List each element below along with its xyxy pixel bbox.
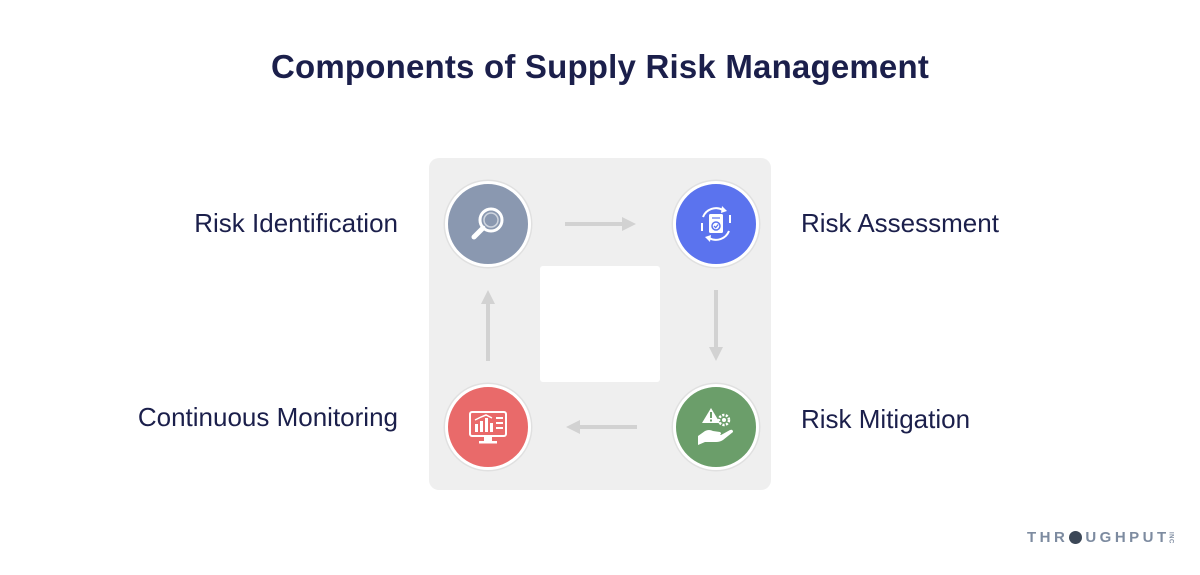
- label-risk-identification: Risk Identification: [194, 208, 398, 238]
- label-risk-assessment: Risk Assessment: [801, 208, 999, 238]
- logo-text-pre: THR: [1027, 529, 1069, 546]
- node-risk-assessment: [673, 181, 759, 267]
- arrow-identification-to-assessment-head: [622, 217, 636, 231]
- arrow-monitoring-to-identification-head: [481, 290, 495, 304]
- logo-text-post: UGHPUT: [1085, 529, 1170, 546]
- document-cycle-icon: [701, 206, 731, 242]
- logo-inc: INC: [1167, 531, 1174, 544]
- arrow-assessment-to-mitigation-head: [709, 347, 723, 361]
- diagram-title: Components of Supply Risk Management: [270, 48, 930, 85]
- node-risk-mitigation: [673, 384, 759, 470]
- label-risk-mitigation: Risk Mitigation: [801, 404, 971, 434]
- arrow-mitigation-to-monitoring-head: [566, 420, 580, 434]
- hand-warning-gear-icon: [698, 408, 733, 445]
- monitor-chart-icon: [469, 411, 507, 444]
- throughput-logo: THR UGHPUT INC: [1027, 529, 1174, 546]
- node-continuous-monitoring: [445, 384, 531, 470]
- center-box: [540, 266, 660, 382]
- logo-o-mark-icon: [1069, 531, 1083, 544]
- node-risk-identification: [445, 181, 531, 267]
- magnifier-icon: [471, 207, 504, 240]
- label-continuous-monitoring: Continuous Monitoring: [137, 402, 398, 432]
